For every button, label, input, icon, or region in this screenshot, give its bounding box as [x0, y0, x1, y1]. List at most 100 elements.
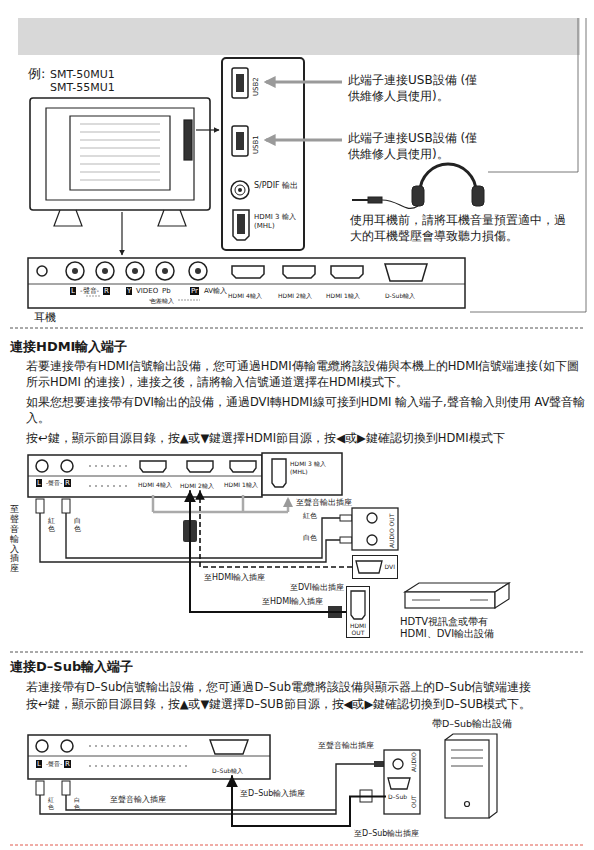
port-label: 色差輸入 [150, 297, 174, 305]
dot [131, 745, 133, 747]
tv-panel-hdmi [28, 453, 342, 497]
dot [95, 765, 97, 767]
port-label-box: D–Sub [386, 792, 409, 801]
side-port-panel [222, 58, 304, 250]
dot [137, 745, 139, 747]
pointer-arrow [196, 129, 219, 130]
cable-label: 至HDMI輸入插座 [204, 573, 265, 583]
dot [101, 745, 103, 747]
dot [119, 765, 121, 767]
port-label: HDMI 4輸入 [138, 481, 172, 489]
pointer-arrow [121, 212, 122, 255]
device-label: HDTV視訊盒或帶有 HDMI、DVI輸出設備 [398, 615, 516, 641]
section-heading: 連接D–Sub輸入端子 [10, 659, 133, 675]
node-text: HDTV視訊盒或帶有 HDMI、DVI輸出設備 [400, 616, 514, 640]
dot [107, 765, 109, 767]
node-text: HDMI 2輸入 [180, 482, 214, 489]
warning-text: 使用耳機前，請將耳機音量預置適中，過大的耳機聲壓會導致聽力損傷。 [350, 212, 576, 244]
dot [137, 765, 139, 767]
dot [113, 465, 115, 467]
headphones [352, 164, 484, 208]
title-bar [18, 18, 580, 55]
signal-arrow [153, 495, 288, 512]
set-top-box [405, 583, 509, 608]
cable-label: 至D–Sub輸入插座 [240, 789, 305, 799]
signal-line [153, 511, 288, 514]
port-label: HDMI 2輸入 [278, 292, 312, 300]
port-label-box: HDMI 2輸入 [178, 481, 216, 490]
dot [125, 485, 127, 487]
note-text: 此端子連接USB設備 (僅供維修人員使用)。 [348, 72, 488, 104]
port-label: OUT [410, 795, 418, 808]
port-label: HDMI 3 輸入 (MHL) [290, 460, 336, 475]
port-label: AV輸入 [204, 287, 227, 296]
node-text: HDMI OUT [349, 622, 367, 636]
cable-label: 至聲音輸入插座 [110, 795, 166, 805]
paragraph: 按↩鍵，顯示節目源目錄，按▲或▼鍵選擇HDMI節目源，按◀或▶鍵確認切換到HDM… [26, 430, 586, 446]
port-label: VIDEO [136, 287, 158, 296]
dot [113, 485, 115, 487]
paragraph: 若連接帶有D–Sub信號輸出設備，您可通過D–Sub電纜將該設備與顯示器上的D–… [26, 679, 586, 695]
dot [89, 765, 91, 767]
dot [149, 765, 151, 767]
dot [107, 485, 109, 487]
audio-cable [36, 499, 398, 562]
dot [167, 745, 169, 747]
dot [131, 765, 133, 767]
color-label: 紅色 [303, 512, 317, 521]
port-label: HDMI 1輸入 [326, 292, 360, 300]
dot [119, 465, 121, 467]
dot [101, 465, 103, 467]
paragraph: 若要連接帶有HDMI信號輸出設備，您可通過HDMI傳輸電纜將該設備與本機上的HD… [26, 358, 586, 390]
frame-line [470, 18, 586, 312]
port-label: HDMI 4輸入 [228, 292, 262, 300]
dot [173, 745, 175, 747]
dot [119, 485, 121, 487]
dot [95, 465, 97, 467]
node-text: 帶D–Sub輸出設備 [432, 718, 512, 729]
dot [155, 745, 157, 747]
dot [185, 745, 187, 747]
cable-label: 至聲音輸出插座 [318, 741, 374, 751]
dvi-port [356, 561, 382, 573]
dot [173, 765, 175, 767]
dot [119, 745, 121, 747]
node-text: D–Sub輸入 [212, 767, 243, 774]
dot [149, 745, 151, 747]
dot [95, 745, 97, 747]
section-divider [10, 845, 584, 846]
dot [89, 465, 91, 467]
port-panel: DVI [352, 555, 398, 579]
port-label: L [36, 479, 42, 487]
port-panel: HDMI OUT [346, 586, 370, 638]
port-label: D-Sub輸入 [385, 292, 415, 300]
dot [185, 765, 187, 767]
dot [179, 745, 181, 747]
cable-connector [190, 490, 346, 612]
audio-cable [36, 761, 384, 814]
dot [125, 745, 127, 747]
dot [143, 745, 145, 747]
port-label: Y [126, 287, 132, 295]
node-text: D–Sub [388, 793, 407, 800]
color-label: 紅色 [48, 518, 55, 533]
port-label: 耳機 [34, 311, 56, 325]
port-label-box: D–Sub輸入 [210, 766, 245, 775]
dot [125, 765, 127, 767]
model-number: SMT-50MU1 [50, 68, 115, 82]
port-label: R [103, 287, 110, 295]
dot [179, 765, 181, 767]
color-label: 紅色 [48, 797, 54, 810]
color-label: 白色 [303, 534, 317, 543]
dot [107, 465, 109, 467]
paragraph: 如果您想要連接帶有DVI輸出的設備，通過DVI轉HDMI線可接到HDMI 輸入端… [26, 394, 586, 426]
port-label: AUDIO OUT [388, 514, 396, 548]
dot [161, 745, 163, 747]
tv-back [30, 98, 210, 226]
port-label: Pr [190, 287, 199, 295]
example-mark: 例: [28, 66, 45, 82]
dot [155, 765, 157, 767]
dot [161, 765, 163, 767]
